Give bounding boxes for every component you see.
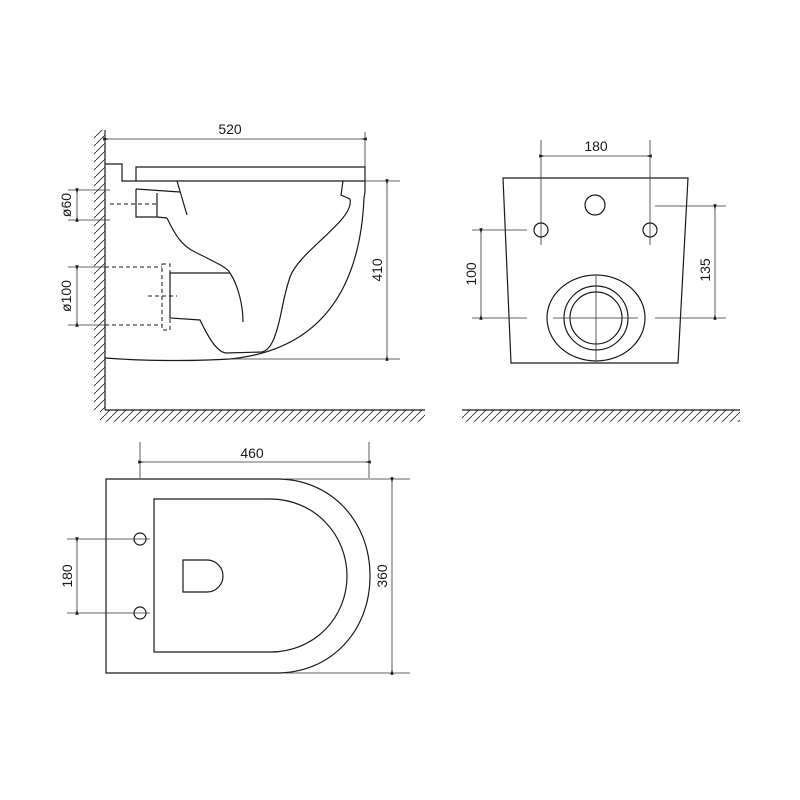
dim-180-top-ext	[67, 538, 150, 614]
drain-opening	[182, 559, 224, 593]
side-view: 520 410 ø60 ø100	[58, 121, 425, 422]
seat-profile	[105, 163, 366, 182]
dim-d60-ext	[68, 189, 110, 221]
dim-460-label: 460	[240, 445, 264, 461]
dim-d60-label: ø60	[58, 193, 74, 217]
outlet-dashed	[105, 263, 177, 331]
bowl-outer-profile	[104, 181, 366, 362]
dim-520-label: 520	[218, 121, 242, 137]
inlet-hole	[584, 194, 606, 216]
top-outer-outline	[105, 478, 371, 674]
wall-hatching	[94, 130, 105, 410]
bowl-inner-profile	[169, 180, 351, 354]
front-body-outline	[502, 177, 689, 364]
dim-460-ext	[139, 442, 370, 478]
front-view: 180 100 135	[462, 138, 740, 422]
top-view: 460 360 180	[59, 442, 410, 675]
trapway-curve	[166, 217, 231, 274]
dim-360-label: 360	[374, 564, 390, 588]
dim-135-label: 135	[697, 258, 713, 282]
dim-410-ext	[230, 180, 400, 360]
front-floor-hatching	[462, 410, 740, 422]
inlet-box	[135, 180, 188, 219]
outlet-crosshair	[553, 276, 638, 361]
dim-d100-label: ø100	[58, 280, 74, 312]
dim-180-front-label: 180	[584, 138, 608, 154]
dim-d100-ext	[68, 266, 105, 326]
dim-180-top-label: 180	[59, 564, 75, 588]
dim-100-ext	[472, 229, 527, 319]
dim-410-label: 410	[369, 258, 385, 282]
floor-hatching	[100, 410, 425, 422]
dim-100-label: 100	[463, 262, 479, 286]
top-seat-outline	[153, 498, 348, 653]
dim-360-ext	[285, 478, 410, 674]
